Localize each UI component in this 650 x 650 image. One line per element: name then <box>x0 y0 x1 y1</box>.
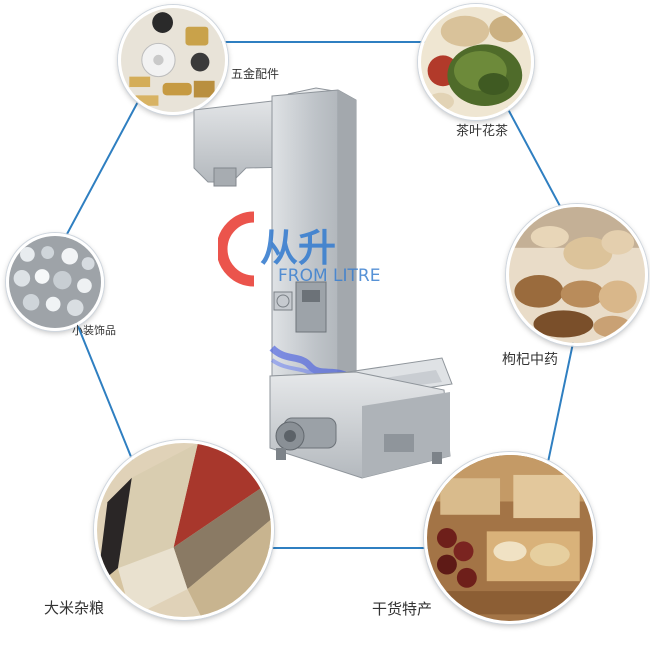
label-dried-goods: 干货特产 <box>372 600 433 618</box>
brand-logo: 从升 FROM LITRE <box>218 211 380 287</box>
small-accessories-photo <box>6 233 104 331</box>
label-hardware: 五金配件 <box>231 67 280 81</box>
bucket-elevator-illustration <box>193 87 453 479</box>
label-grains: 大米杂粮 <box>44 599 105 617</box>
brand-mark-text: 从升 <box>260 226 336 270</box>
hardware-parts-photo <box>118 5 228 115</box>
herbal-medicine-photo <box>506 204 648 346</box>
label-accessories: 小装饰品 <box>72 324 116 337</box>
brand-name-text: FROM LITRE <box>278 266 380 286</box>
dried-goods-photo <box>424 452 596 624</box>
label-tea: 茶叶花茶 <box>456 124 509 139</box>
tea-leaves-photo <box>418 4 534 120</box>
label-herbs: 枸杞中药 <box>502 352 558 368</box>
